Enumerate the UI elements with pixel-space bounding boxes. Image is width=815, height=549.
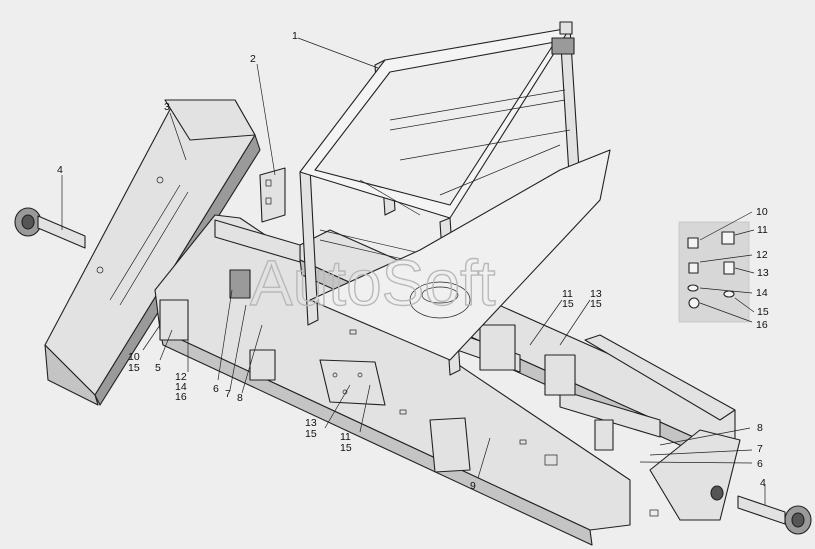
callout-6-right: 6 [757, 458, 763, 470]
front-tow-hook-part [14, 207, 86, 249]
callout-13-mid: 13 [590, 288, 602, 300]
callout-14-left: 14 [175, 381, 187, 393]
callout-9: 9 [470, 480, 476, 492]
callout-13-low: 13 [305, 417, 317, 429]
callout-15-mid-a: 15 [562, 298, 574, 310]
fastener-kit-part [678, 221, 750, 323]
callout-labels: 1 2 3 4 5 10 15 12 14 16 6 7 8 11 15 13 … [57, 30, 769, 492]
cab-cage-part [299, 21, 611, 376]
callout-11-low: 11 [340, 431, 351, 443]
callout-13-kit: 13 [757, 267, 769, 279]
callout-15-kit: 15 [757, 306, 769, 318]
leader-lines [61, 37, 766, 505]
callout-8-left: 8 [237, 392, 243, 404]
callout-8-right: 8 [757, 422, 763, 434]
callout-6-left: 6 [213, 383, 219, 395]
bracket-part-2 [259, 167, 286, 223]
callout-14-kit: 14 [756, 287, 768, 299]
callout-10-kit: 10 [756, 206, 768, 218]
callout-15-left: 15 [128, 362, 140, 374]
rear-tow-hook-part [737, 495, 812, 535]
callout-12-left: 12 [175, 371, 187, 383]
callout-5: 5 [155, 362, 161, 374]
callout-4-right: 4 [760, 477, 766, 489]
callout-16-left: 16 [175, 391, 187, 403]
callout-2: 2 [250, 53, 256, 65]
watermark-text: AutoSoft [250, 247, 496, 319]
callout-7-left: 7 [225, 388, 231, 400]
callout-3: 3 [164, 101, 170, 113]
callout-15-low-b: 15 [340, 442, 352, 454]
callout-12-kit: 12 [756, 249, 768, 261]
callout-7-right: 7 [757, 443, 763, 455]
callout-10-left: 10 [128, 351, 140, 363]
callout-15-mid-b: 15 [590, 298, 602, 310]
callout-15-low-a: 15 [305, 428, 317, 440]
callout-1: 1 [292, 30, 298, 42]
callout-11-kit: 11 [757, 224, 768, 236]
callout-4-left: 4 [57, 164, 63, 176]
callout-16-kit: 16 [756, 319, 768, 331]
callout-11-mid: 11 [562, 288, 573, 300]
